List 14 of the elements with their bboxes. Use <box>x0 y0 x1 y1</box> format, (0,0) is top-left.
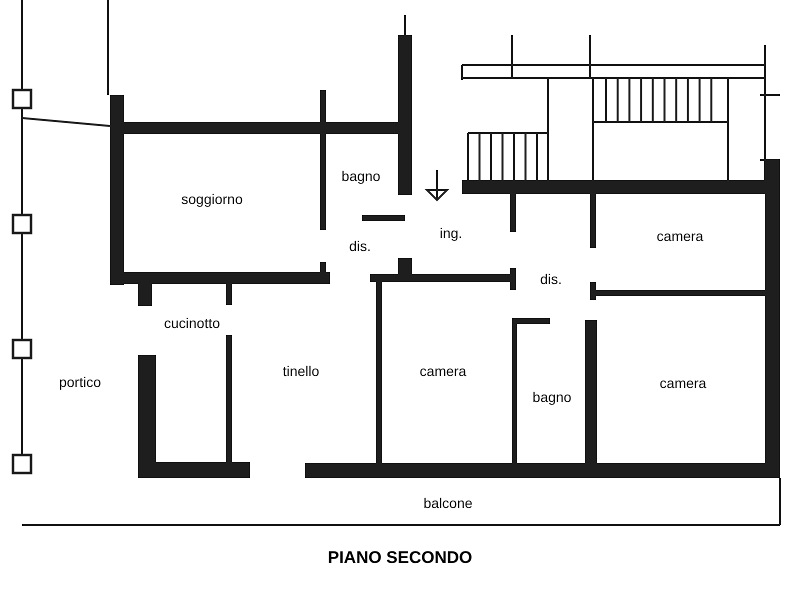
plan-title: PIANO SECONDO <box>328 548 472 568</box>
room-label: camera <box>656 228 704 244</box>
room-label: tinello <box>282 363 320 379</box>
room-label: portico <box>58 374 102 390</box>
room-label: dis. <box>540 271 562 287</box>
room-label: ing. <box>440 225 462 241</box>
room-label: camera <box>660 375 706 391</box>
room-label: soggiorno <box>181 191 243 207</box>
room-label: cucinotto <box>164 315 220 331</box>
room-label: camera <box>420 363 466 379</box>
room-label: bagno <box>342 168 380 184</box>
room-label: bagno <box>532 389 572 405</box>
room-label: dis. <box>349 238 371 254</box>
room-label: balcone <box>423 495 473 511</box>
